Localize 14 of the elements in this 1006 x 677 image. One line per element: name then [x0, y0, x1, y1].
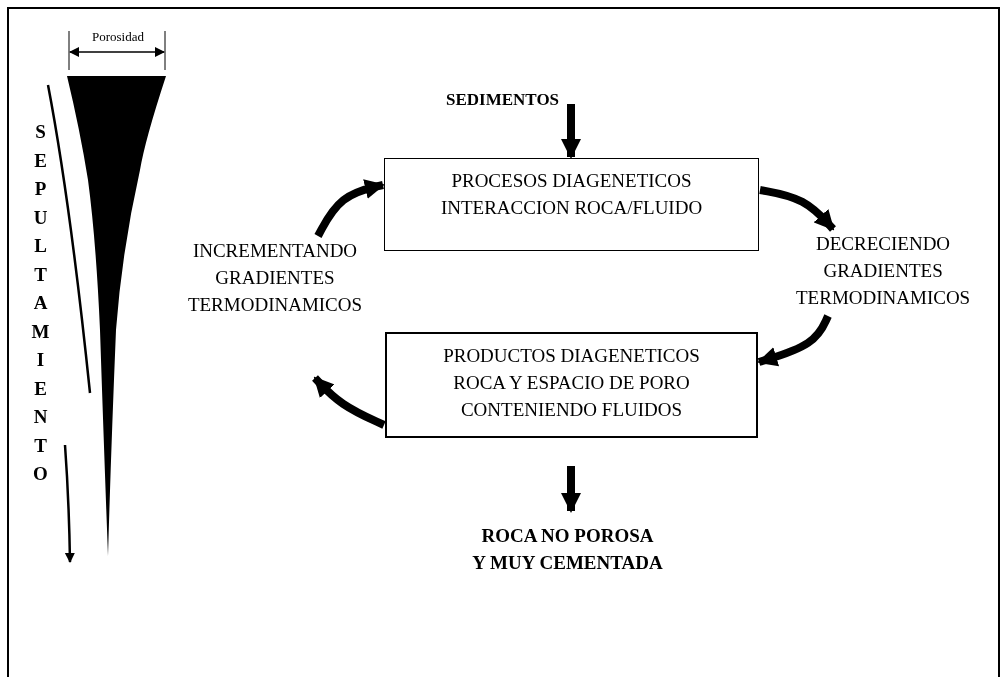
arrow: [312, 375, 386, 429]
arrow: [757, 314, 832, 367]
arrow: [314, 179, 385, 238]
process-box: [384, 158, 759, 251]
vertical-label: SEPULTAMIENTO: [31, 120, 50, 486]
process-box: [385, 332, 758, 438]
input-label: SEDIMENTOS: [446, 89, 561, 111]
output-label: ROCA NO POROSA Y MUY CEMENTADA: [471, 524, 664, 575]
arrow: [759, 186, 836, 232]
side-label: INCREMENTANDO GRADIENTES TERMODINAMICOS: [187, 239, 363, 317]
box-text: PROCESOS DIAGENETICOS INTERACCION ROCA/FLUIDO: [439, 169, 704, 220]
dimension-label: Porosidad: [91, 29, 145, 45]
box-text: PRODUCTOS DIAGENETICOS ROCA Y ESPACIO DE PORO CONTENIENDO FLUIDOS: [442, 344, 701, 422]
side-label: DECRECIENDO GRADIENTES TERMODINAMICOS: [796, 232, 971, 310]
